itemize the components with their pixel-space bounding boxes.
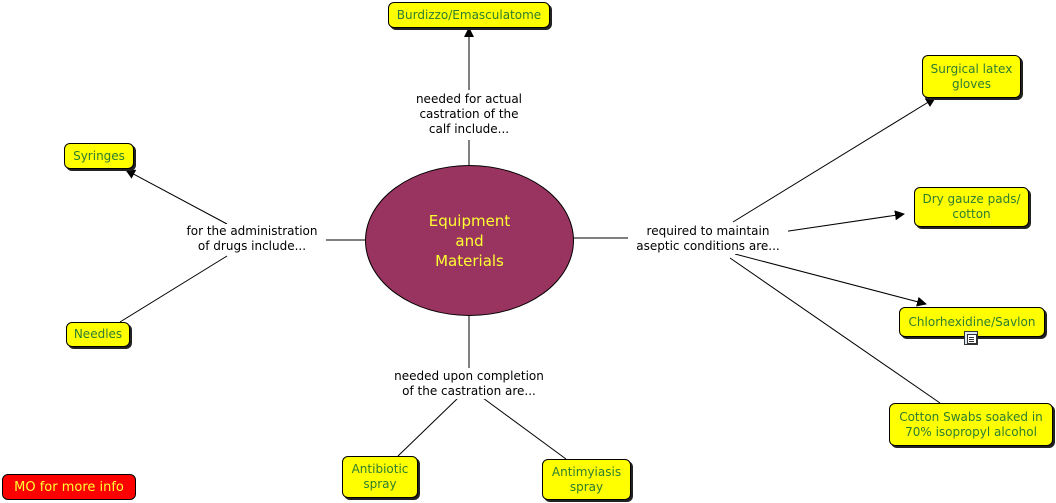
linking-phrase-completion: needed upon completion of the castration… [386, 369, 552, 399]
document-icon[interactable] [964, 331, 978, 345]
linking-phrase-aseptic: required to maintain aseptic conditions … [628, 224, 788, 254]
link-to-cotton-swabs [729, 257, 941, 404]
link-to-antibiotic [397, 397, 459, 457]
arrow-to-syringes [125, 169, 228, 225]
concept-gauze-pads[interactable]: Dry gauze pads/ cotton [914, 187, 1029, 227]
concept-antimyiasis-spray[interactable]: Antimyiasis spray [542, 459, 631, 500]
concept-syringes[interactable]: Syringes [64, 143, 134, 169]
concept-burdizzo[interactable]: Burdizzo/Emasculatome [388, 2, 550, 28]
linking-phrase-administration: for the administration of drugs include.… [178, 224, 326, 254]
arrow-to-gauze [781, 210, 905, 233]
linking-phrase-castration: needed for actual castration of the calf… [408, 92, 530, 137]
concept-needles[interactable]: Needles [66, 322, 130, 347]
concept-cotton-swabs[interactable]: Cotton Swabs soaked in 70% isopropyl alc… [889, 403, 1053, 446]
more-info-button[interactable]: MO for more info [2, 474, 136, 500]
concept-surgical-gloves[interactable]: Surgical latex gloves [922, 55, 1021, 98]
link-to-needles [119, 255, 228, 323]
concept-antibiotic-spray[interactable]: Antibiotic spray [342, 456, 418, 498]
arrow-to-chlorhexidine [734, 253, 927, 307]
central-concept-equipment-materials[interactable]: Equipment and Materials [365, 165, 574, 316]
link-to-antimyiasis [482, 397, 567, 460]
arrow-to-gloves [732, 97, 936, 223]
